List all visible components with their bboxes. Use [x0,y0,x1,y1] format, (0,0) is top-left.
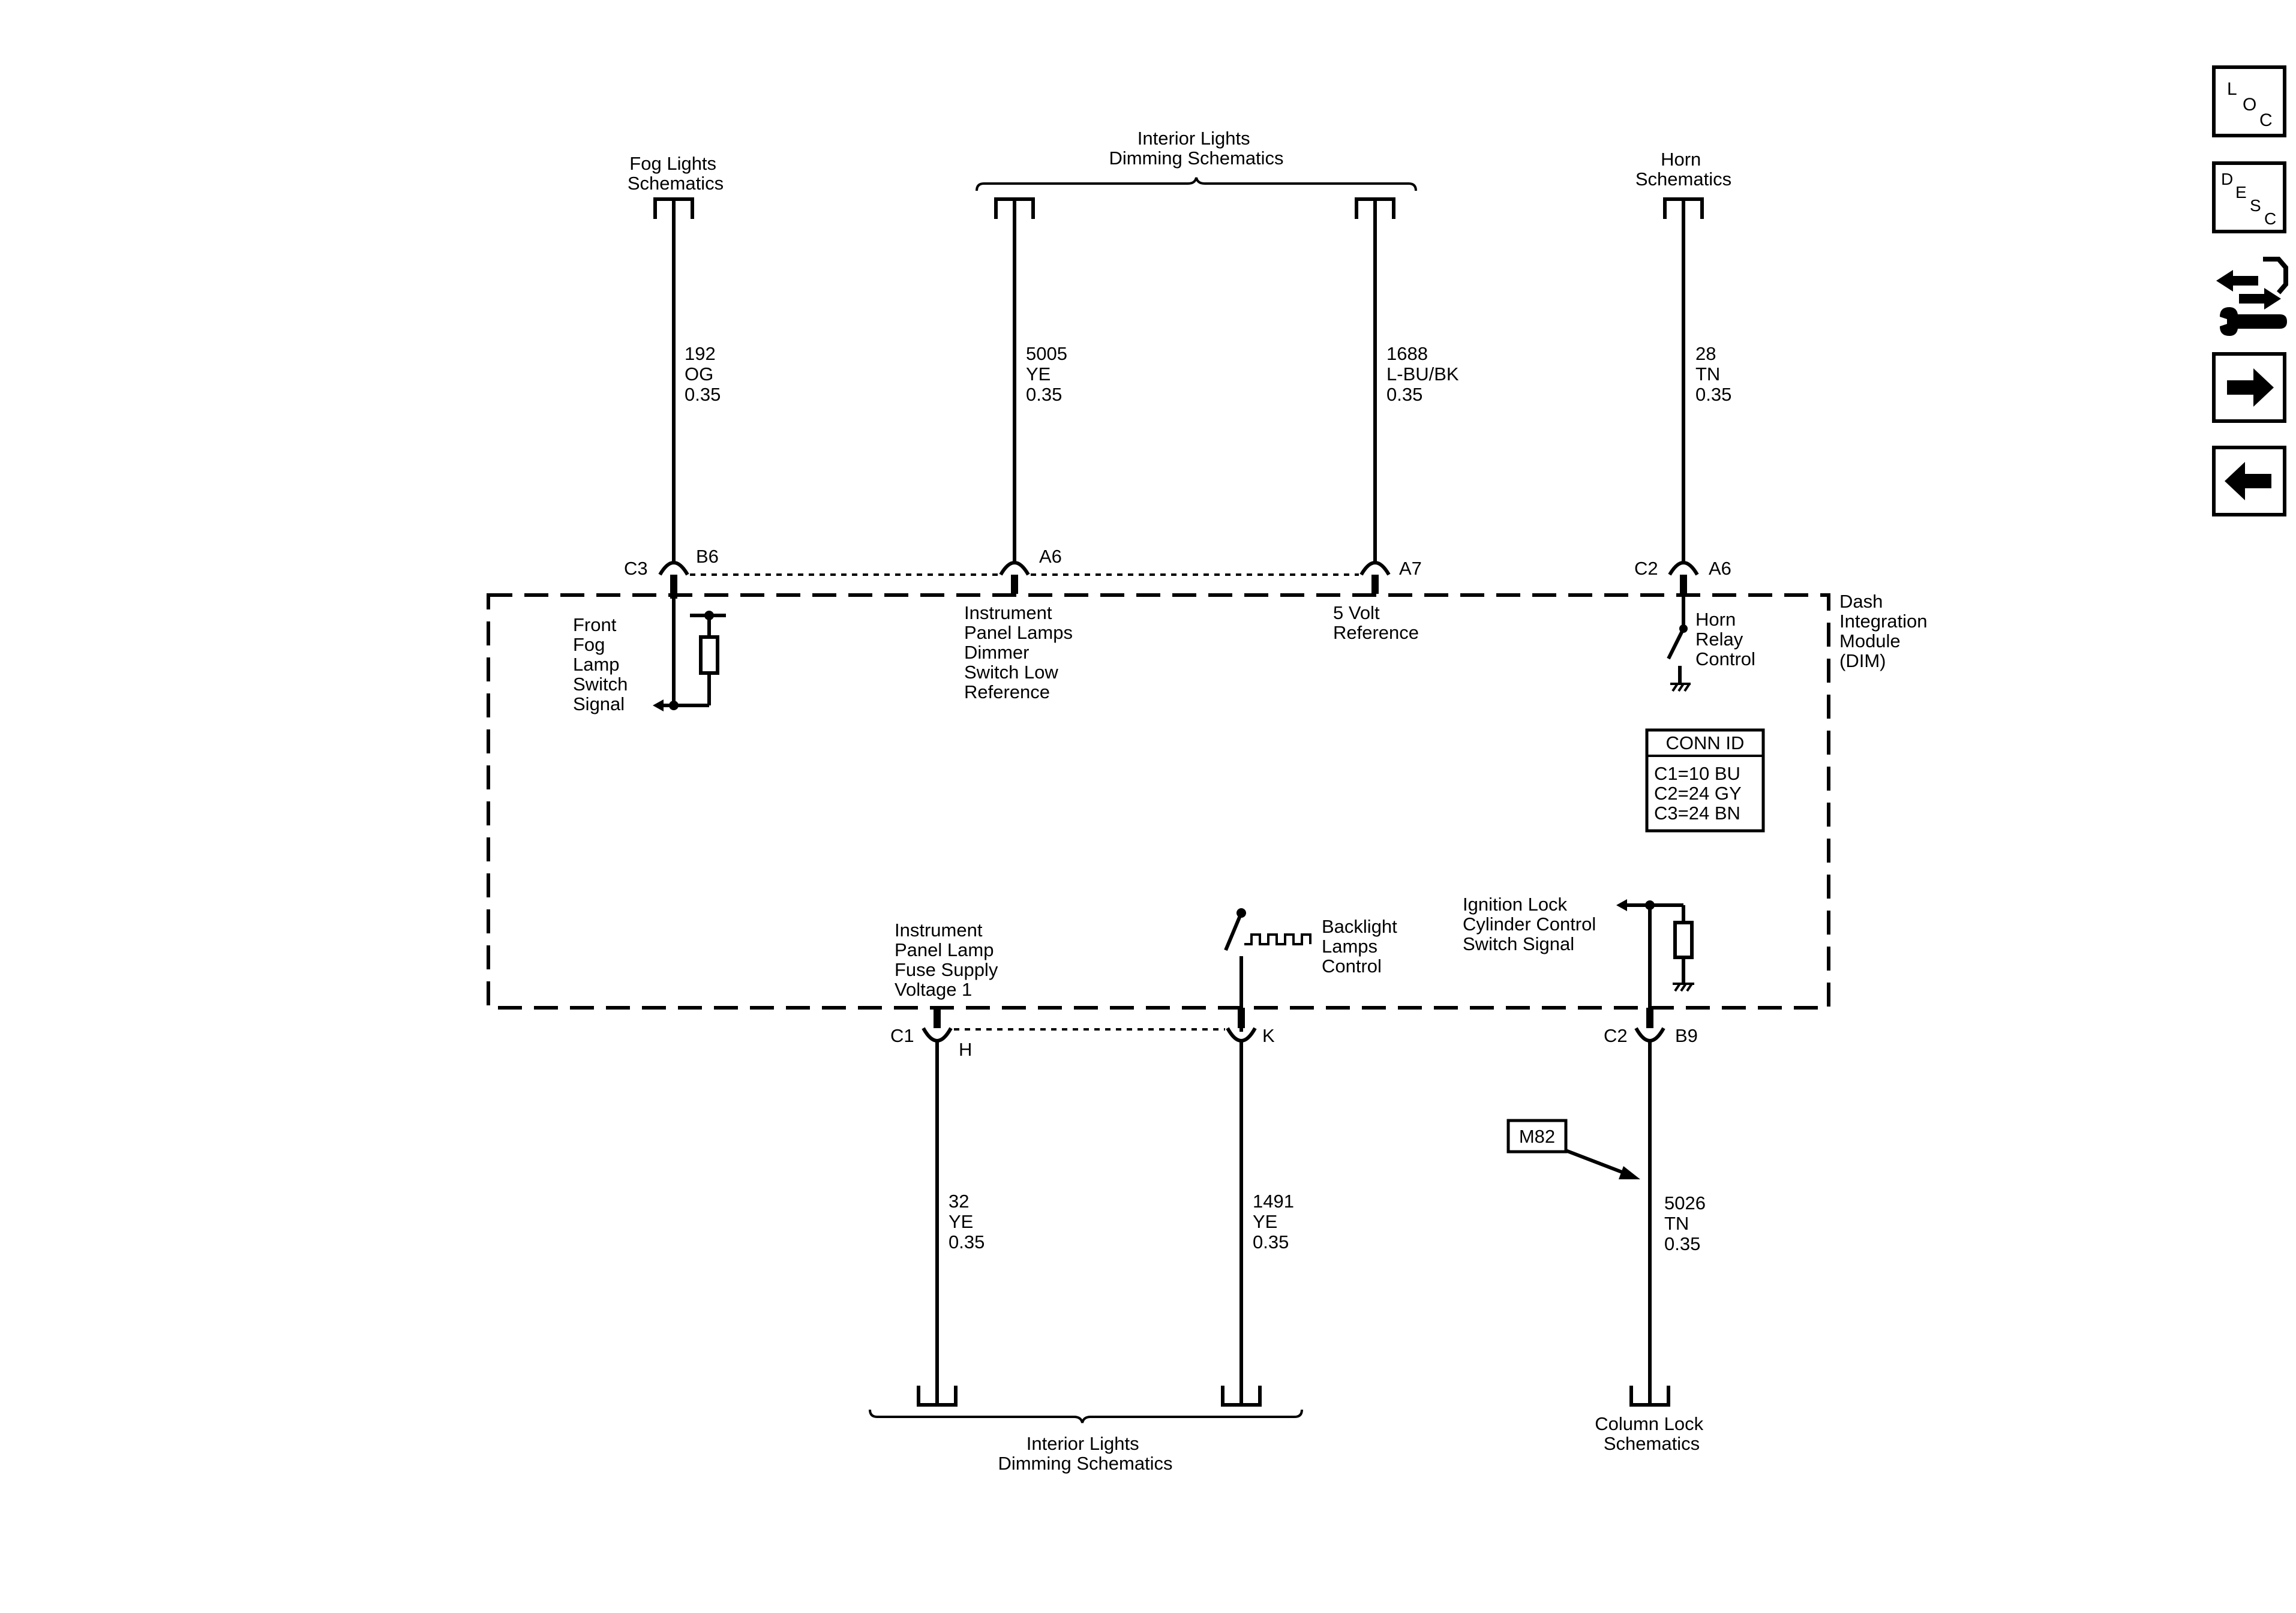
location-nav-button[interactable]: L O C [2212,65,2286,137]
ip-fuse-supply-label: Instrument Panel Lamp Fuse Supply Voltag… [895,920,1003,1000]
pin-c1-h [922,1027,953,1043]
interior-lights-top-brace [976,177,1417,191]
pin-c2-b9 [1634,1027,1665,1043]
next-page-button[interactable] [2212,352,2286,423]
backlight-pwm-symbol [1244,933,1311,945]
desc-letter-e: E [2235,183,2247,202]
backlight-bottom-bracket [1221,1386,1262,1407]
pin-a6-horn-label: A6 [1709,558,1731,579]
wire-1688-label: 1688 L-BU/BK 0.35 [1386,343,1464,405]
conn-c2-top-label: C2 [1634,558,1658,579]
wrench-icon [2220,307,2287,336]
ignition-lock-signal-label: Ignition Lock Cylinder Control Switch Si… [1463,894,1601,954]
pin-stub-horn [1680,575,1687,594]
fog-signal-arrow [653,699,664,711]
pin-h-label: H [959,1039,972,1060]
pin-a7 [1359,561,1391,576]
location-nav-frame [2212,65,2286,137]
loc-letter-c: C [2259,110,2273,130]
arrow-right-icon [2227,368,2274,407]
pin-k [1226,1027,1257,1043]
wire-32-label: 32 YE 0.35 [949,1191,985,1252]
connector-outline-icon [2263,257,2288,295]
pin-stub-a7 [1371,575,1379,594]
ip-dimmer-signal-label: Instrument Panel Lamps Dimmer Switch Low… [964,602,1078,702]
pin-b9-label: B9 [1675,1025,1698,1046]
conn-id-rows: C1=10 BU C2=24 GY C3=24 BN [1654,763,1746,824]
wire-1491-label: 1491 YE 0.35 [1253,1191,1299,1252]
wire-5005-label: 5005 YE 0.35 [1026,343,1073,405]
column-lock-bottom-bracket [1629,1386,1670,1407]
desc-letter-d: D [2221,170,2233,188]
wire-5026-label: 5026 TN 0.35 [1664,1193,1711,1254]
loc-letter-o: O [2243,95,2256,115]
conn-c3-label: C3 [624,558,648,579]
desc-letter-c: C [2264,209,2276,228]
horn-ground-hatch-3 [1683,683,1691,692]
connector-tools-icon[interactable] [2216,257,2288,336]
pin-stub-k [1238,1008,1245,1028]
description-nav-button[interactable]: D E S C [2212,161,2286,233]
dim-module-label: Dash Integration Module (DIM) [1839,591,1932,671]
desc-letter-s: S [2250,196,2261,215]
interior-lights-bottom-brace [869,1409,1303,1423]
pin-c3-b6 [658,561,689,576]
option-tag-box [1506,1119,1568,1154]
pin-c2-a6-horn [1668,561,1699,576]
arrow-left-icon [2225,462,2271,500]
ignition-ground-hatch-3 [1686,983,1693,992]
interior-lights-top-ref-label: Interior Lights Dimming Schematics [1109,128,1283,169]
loc-letter-l: L [2227,79,2237,99]
pin-a7-label: A7 [1399,558,1422,579]
fog-pullup-resistor [699,635,719,675]
horn-ref-label: Horn Schematics [1635,149,1731,190]
pin-k-label: K [1262,1025,1275,1046]
conn-id-table [1645,728,1765,833]
pin-b6-label: B6 [696,546,719,567]
previous-page-button[interactable] [2212,446,2286,516]
conn-id-title: CONN ID [1666,732,1745,753]
option-tag-leader [1565,1149,1629,1176]
horn-switch-blade [1667,627,1685,660]
pin-a6-top-label: A6 [1039,546,1062,567]
ip-fuse-bottom-bracket [917,1386,958,1407]
ignition-ground-hatch-2 [1680,983,1687,992]
pin-a6-dimmer [999,561,1030,576]
horn-relay-control-label: Horn Relay Control [1695,609,1755,669]
backlight-switch-blade [1224,912,1243,951]
five-volt-reference-label: 5 Volt Reference [1333,602,1419,643]
conn-c2-bottom-label: C2 [1604,1025,1628,1046]
horn-ground-hatch-2 [1677,683,1685,692]
interior-lights-bottom-ref-label: Interior Lights Dimming Schematics [998,1433,1172,1474]
connector-arrow-left-icon [2216,270,2258,292]
fog-pullup-node [704,611,714,620]
dim-module-boundary [487,593,1830,1010]
fog-lights-ref-label: Fog Lights Schematics [628,153,724,194]
pin-stub-h [934,1008,941,1028]
wire-192-label: 192 OG 0.35 [685,343,721,405]
conn-c1-label: C1 [890,1025,914,1046]
ignition-pulldown-resistor [1673,921,1694,959]
pin-stub-a6 [1011,575,1018,594]
pin-stub-b6 [670,575,677,599]
connector-arrow-right-icon [2239,288,2281,310]
backlight-lamps-control-label: Backlight Lamps Control [1322,916,1402,977]
option-tag-label: M82 [1519,1126,1555,1147]
fog-switch-signal-label: Front Fog Lamp Switch Signal [573,614,633,714]
fog-junction-dot [669,701,679,710]
ignition-signal-arrow [1616,899,1627,911]
ignition-ground-hatch-1 [1674,983,1681,992]
pin-stub-b9 [1646,1008,1653,1028]
description-nav-frame [2212,161,2286,233]
horn-ground-hatch-1 [1671,683,1679,692]
column-lock-ref-label: Column Lock Schematics [1595,1413,1709,1454]
wire-28-label: 28 TN 0.35 [1695,343,1731,405]
option-tag-arrowhead [1619,1166,1640,1179]
